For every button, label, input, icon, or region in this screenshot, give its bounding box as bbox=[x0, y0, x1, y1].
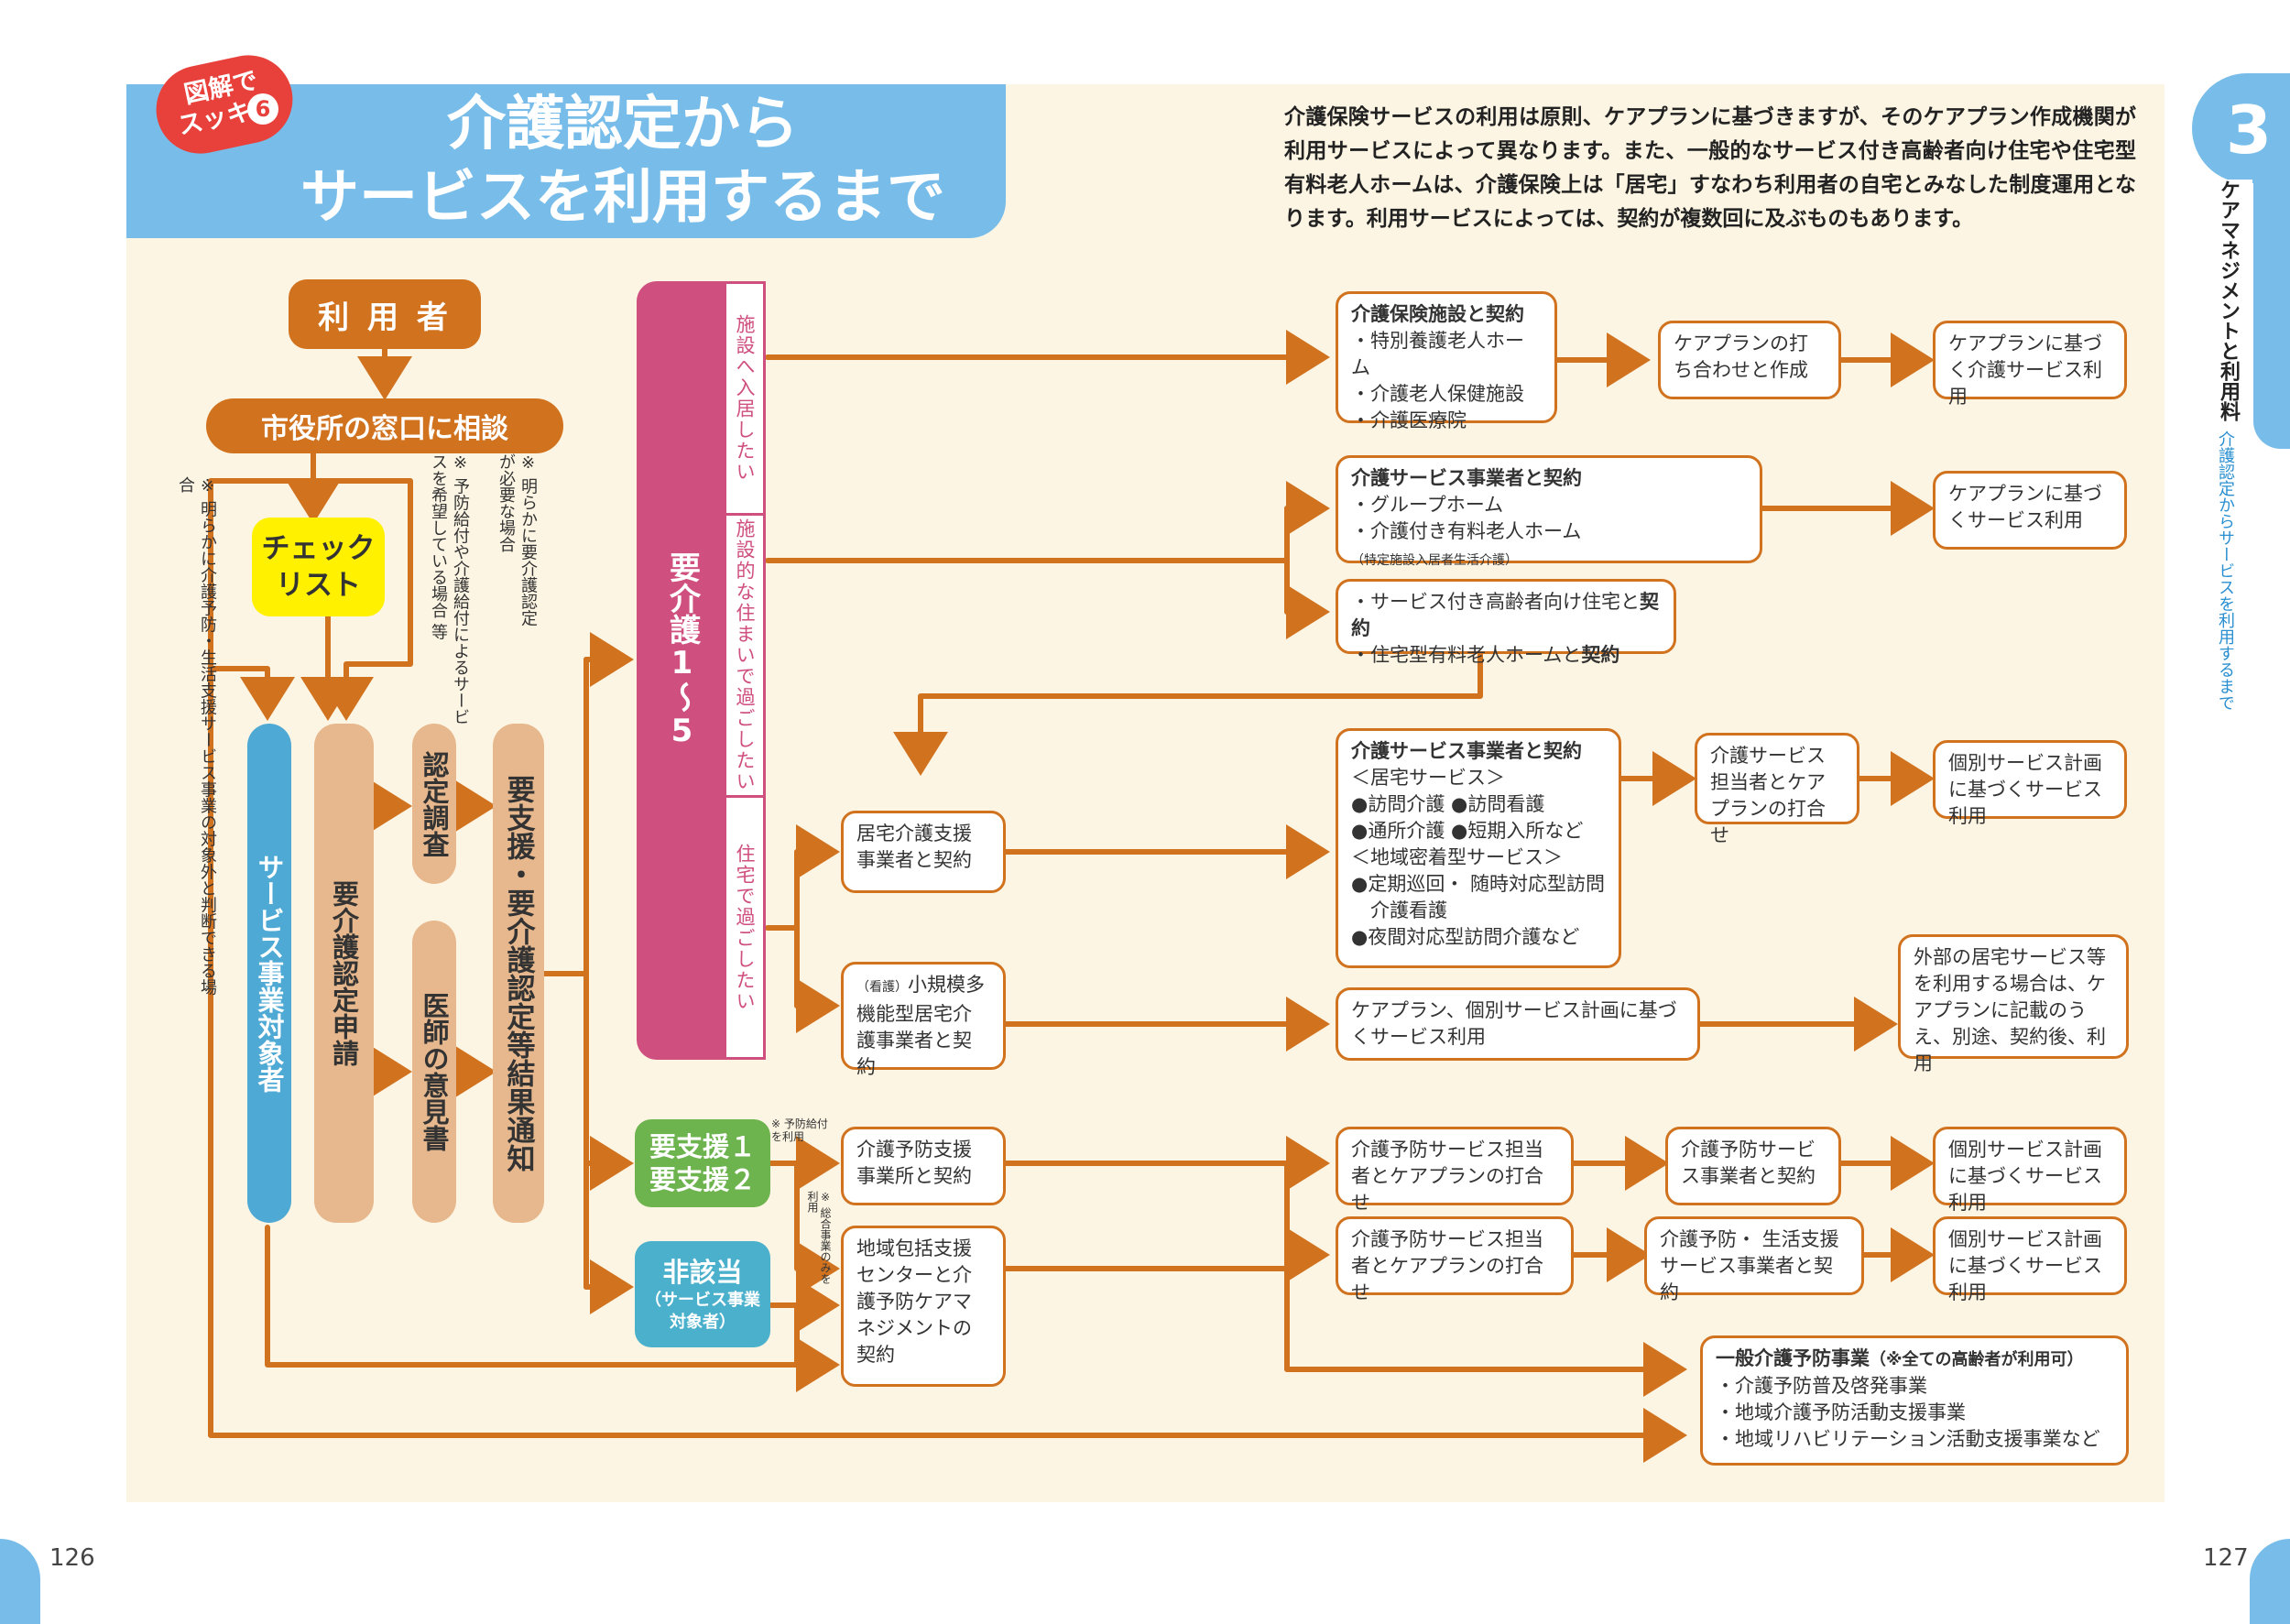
non-applicable-sub1: （サービス事業 bbox=[645, 1291, 760, 1310]
chapter-subtitle: 介護認定からサービスを利用するまで bbox=[2216, 431, 2235, 711]
provider-2-item: ＜地域密着型サービス＞ bbox=[1351, 846, 1563, 868]
note-5: ※ 総合事業のみを利用 bbox=[806, 1191, 832, 1284]
housing-line2: ・住宅型有料老人ホームと契約 bbox=[1351, 642, 1661, 669]
general-title-note: （※全ての高齢者が利用可） bbox=[1870, 1350, 2084, 1369]
chapter-number: 3 bbox=[2225, 92, 2273, 169]
chapter-label-bg bbox=[2221, 180, 2252, 747]
note-2: ※ 予防給付や介護給付によるサービスを希望している場合 等 bbox=[429, 453, 470, 725]
non-applicable-sub2: 対象者） bbox=[670, 1313, 736, 1332]
plan-use-box: ケアプラン、個別サービス計画に基づくサービス利用 bbox=[1336, 987, 1700, 1061]
provider-2-item: ＜居宅サービス＞ bbox=[1351, 767, 1505, 789]
consult-node: 市役所の窓口に相談 bbox=[206, 398, 563, 453]
care-level-label: 要介護1〜5 bbox=[663, 551, 701, 749]
facility-title: 介護保険施設と契約 bbox=[1351, 303, 1524, 325]
badge-number: 6 bbox=[247, 93, 278, 125]
survey-node: 認定調査 bbox=[412, 724, 456, 884]
page-title: 介護認定から サービスを利用するまで bbox=[275, 88, 971, 234]
care-level-options bbox=[724, 281, 766, 1060]
housing-line1-bold: 契約 bbox=[1351, 591, 1659, 639]
arrow-outer-loop bbox=[208, 478, 1687, 1463]
arrow-housing-back bbox=[893, 652, 1483, 776]
service-use-box-1: ケアプランに基づく介護サービス利用 bbox=[1933, 321, 2127, 408]
housing-line2-bold: 契約 bbox=[1581, 644, 1620, 666]
support-1: 要支援１ bbox=[649, 1131, 756, 1162]
provider-2-item: 介護看護 bbox=[1351, 899, 1447, 921]
note-3: ※ 明らかに介護予防・生活支援サービス事業の対象外と判断できる場合 bbox=[176, 476, 217, 996]
prevent-meet-box-2: 介護予防サービス担当者とケアプランの打合せ bbox=[1336, 1216, 1574, 1303]
multi-prefix: （看護） bbox=[856, 980, 908, 995]
prevent-life-box: 介護予防・ 生活支援サービス事業者と契約 bbox=[1644, 1216, 1864, 1303]
option-divider-2 bbox=[724, 795, 766, 798]
provider-1-item: ・グループホーム bbox=[1351, 494, 1504, 516]
general-title: 一般介護予防事業 bbox=[1716, 1347, 1870, 1369]
chapter-title: ケアマネジメントと利用料 bbox=[2217, 180, 2240, 421]
housing-line1: ・サービス付き高齢者向け住宅と契約 bbox=[1351, 589, 1661, 642]
home-support-box: 居宅介護支援事業者と契約 bbox=[841, 811, 1006, 893]
general-item: ・地域介護予防活動支援事業 bbox=[1716, 1401, 1966, 1423]
prevent-provider-box: 介護予防サービス事業者と契約 bbox=[1665, 1127, 1841, 1205]
provider-box-2: 介護サービス事業者と契約 ＜居宅サービス＞ ●訪問介護 ●訪問看護 ●通所介護 … bbox=[1336, 728, 1621, 968]
chapter-tab bbox=[2192, 73, 2290, 183]
facility-item: ・介護医療院 bbox=[1351, 409, 1467, 431]
chapter-strip bbox=[2253, 183, 2290, 449]
external-box: 外部の居宅サービス等を利用する場合は、ケアプランに記載のうえ、別途、契約後、利用 bbox=[1898, 934, 2129, 1074]
provider-box-1: 介護サービス事業者と契約 ・グループホーム ・介護付き有料老人ホーム （特定施設入… bbox=[1336, 455, 1762, 568]
service-target-node: サービス事業対象者 bbox=[247, 724, 291, 1223]
staff-meet-box: 介護サービス担当者とケアプランの打合せ bbox=[1695, 733, 1859, 846]
option-facility: 施設へ入居したい bbox=[734, 314, 756, 483]
provider-1-item-note: （特定施設入居者生活介護） bbox=[1351, 553, 1518, 568]
checklist-node: チェック リスト bbox=[252, 518, 385, 616]
result-node: 要支援・要介護認定等結果通知 bbox=[493, 724, 544, 1223]
individual-box-3: 個別サービス計画に基づくサービス利用 bbox=[1933, 1216, 2127, 1303]
checklist-line2: リスト bbox=[276, 569, 361, 602]
facility-item: ・特別養護老人ホーム bbox=[1351, 330, 1524, 378]
provider-1-item-text: ・介護付き有料老人ホーム bbox=[1351, 520, 1582, 542]
prevent-meet-box-1: 介護予防サービス担当者とケアプランの打合せ bbox=[1336, 1127, 1574, 1214]
provider-2-title: 介護サービス事業者と契約 bbox=[1351, 740, 1582, 762]
service-use-box-2: ケアプランに基づくサービス利用 bbox=[1933, 471, 2127, 550]
multi-function-box: （看護）小規模多機能型居宅介護事業者と契約 bbox=[841, 962, 1006, 1078]
note-4: ※ 予防給付を利用 bbox=[771, 1117, 828, 1143]
provider-2-item: ●訪問介護 ●訪問看護 bbox=[1351, 793, 1545, 815]
facility-box: 介護保険施設と契約 ・特別養護老人ホーム ・介護老人保健施設 ・介護医療院 bbox=[1336, 291, 1557, 431]
page-number-left: 126 bbox=[49, 1544, 95, 1572]
title-line1: 介護認定から bbox=[447, 91, 799, 158]
checklist-line1: チェック bbox=[261, 532, 376, 565]
application-node: 要介護認定申請 bbox=[314, 724, 374, 1223]
provider-2-item: ●夜間対応型訪問介護など bbox=[1351, 926, 1580, 948]
support-node: 要支援１ 要支援２ bbox=[635, 1119, 770, 1207]
non-applicable-node: 非該当 （サービス事業 対象者） bbox=[635, 1241, 770, 1347]
general-title-row: 一般介護予防事業（※全ての高齢者が利用可） bbox=[1716, 1346, 2113, 1373]
arrow-to-service-target bbox=[208, 666, 295, 721]
option-housing: 施設的な住まいで過ごしたい bbox=[734, 518, 756, 792]
housing-box: ・サービス付き高齢者向け住宅と契約 ・住宅型有料老人ホームと契約 bbox=[1336, 579, 1676, 666]
page-number-right: 127 bbox=[2203, 1544, 2249, 1572]
doctor-node: 医師の意見書 bbox=[412, 921, 456, 1223]
provider-2-item: ●定期巡回・ 随時対応型訪問 bbox=[1351, 873, 1605, 895]
careplan-meet-box: ケアプランの打ち合わせと作成 bbox=[1658, 321, 1841, 399]
center-box: 地域包括支援センターと介護予防ケアマネジメントの契約 bbox=[841, 1226, 1006, 1387]
support-2: 要支援２ bbox=[649, 1164, 756, 1195]
provider-1-title: 介護サービス事業者と契約 bbox=[1351, 467, 1582, 489]
non-applicable-label: 非該当 bbox=[662, 1257, 743, 1288]
facility-item: ・介護老人保健施設 bbox=[1351, 383, 1524, 405]
multi-text: 小規模多機能型居宅介護事業者と契約 bbox=[856, 974, 985, 1078]
housing-line2-text: ・住宅型有料老人ホームと bbox=[1351, 644, 1582, 666]
individual-box-1: 個別サービス計画に基づくサービス利用 bbox=[1933, 740, 2127, 827]
prevent-support-box: 介護予防支援事業所と契約 bbox=[841, 1127, 1006, 1205]
individual-box-2: 個別サービス計画に基づくサービス利用 bbox=[1933, 1127, 2127, 1214]
general-item: ・介護予防普及啓発事業 bbox=[1716, 1375, 1927, 1397]
option-home: 住宅で過ごしたい bbox=[734, 843, 756, 1012]
provider-1-item-2: ・介護付き有料老人ホーム （特定施設入居者生活介護） bbox=[1351, 518, 1747, 574]
general-item: ・地域リハビリテーション活動支援事業など bbox=[1716, 1428, 2100, 1450]
option-divider-1 bbox=[724, 513, 766, 516]
note-1: ※ 明らかに要介護認定が必要な場合 bbox=[496, 453, 538, 627]
housing-line1-text: ・サービス付き高齢者向け住宅と bbox=[1351, 591, 1640, 613]
intro-text: 介護保険サービスの利用は原則、ケアプランに基づきますが、そのケアプラン作成機関が… bbox=[1284, 105, 2136, 231]
provider-2-item: ●通所介護 ●短期入所など bbox=[1351, 820, 1584, 842]
general-prevention-box: 一般介護予防事業（※全ての高齢者が利用可） ・介護予防普及啓発事業 ・地域介護予… bbox=[1700, 1335, 2129, 1466]
user-node: 利 用 者 bbox=[289, 279, 481, 349]
title-line2: サービスを利用するまで bbox=[300, 164, 945, 232]
